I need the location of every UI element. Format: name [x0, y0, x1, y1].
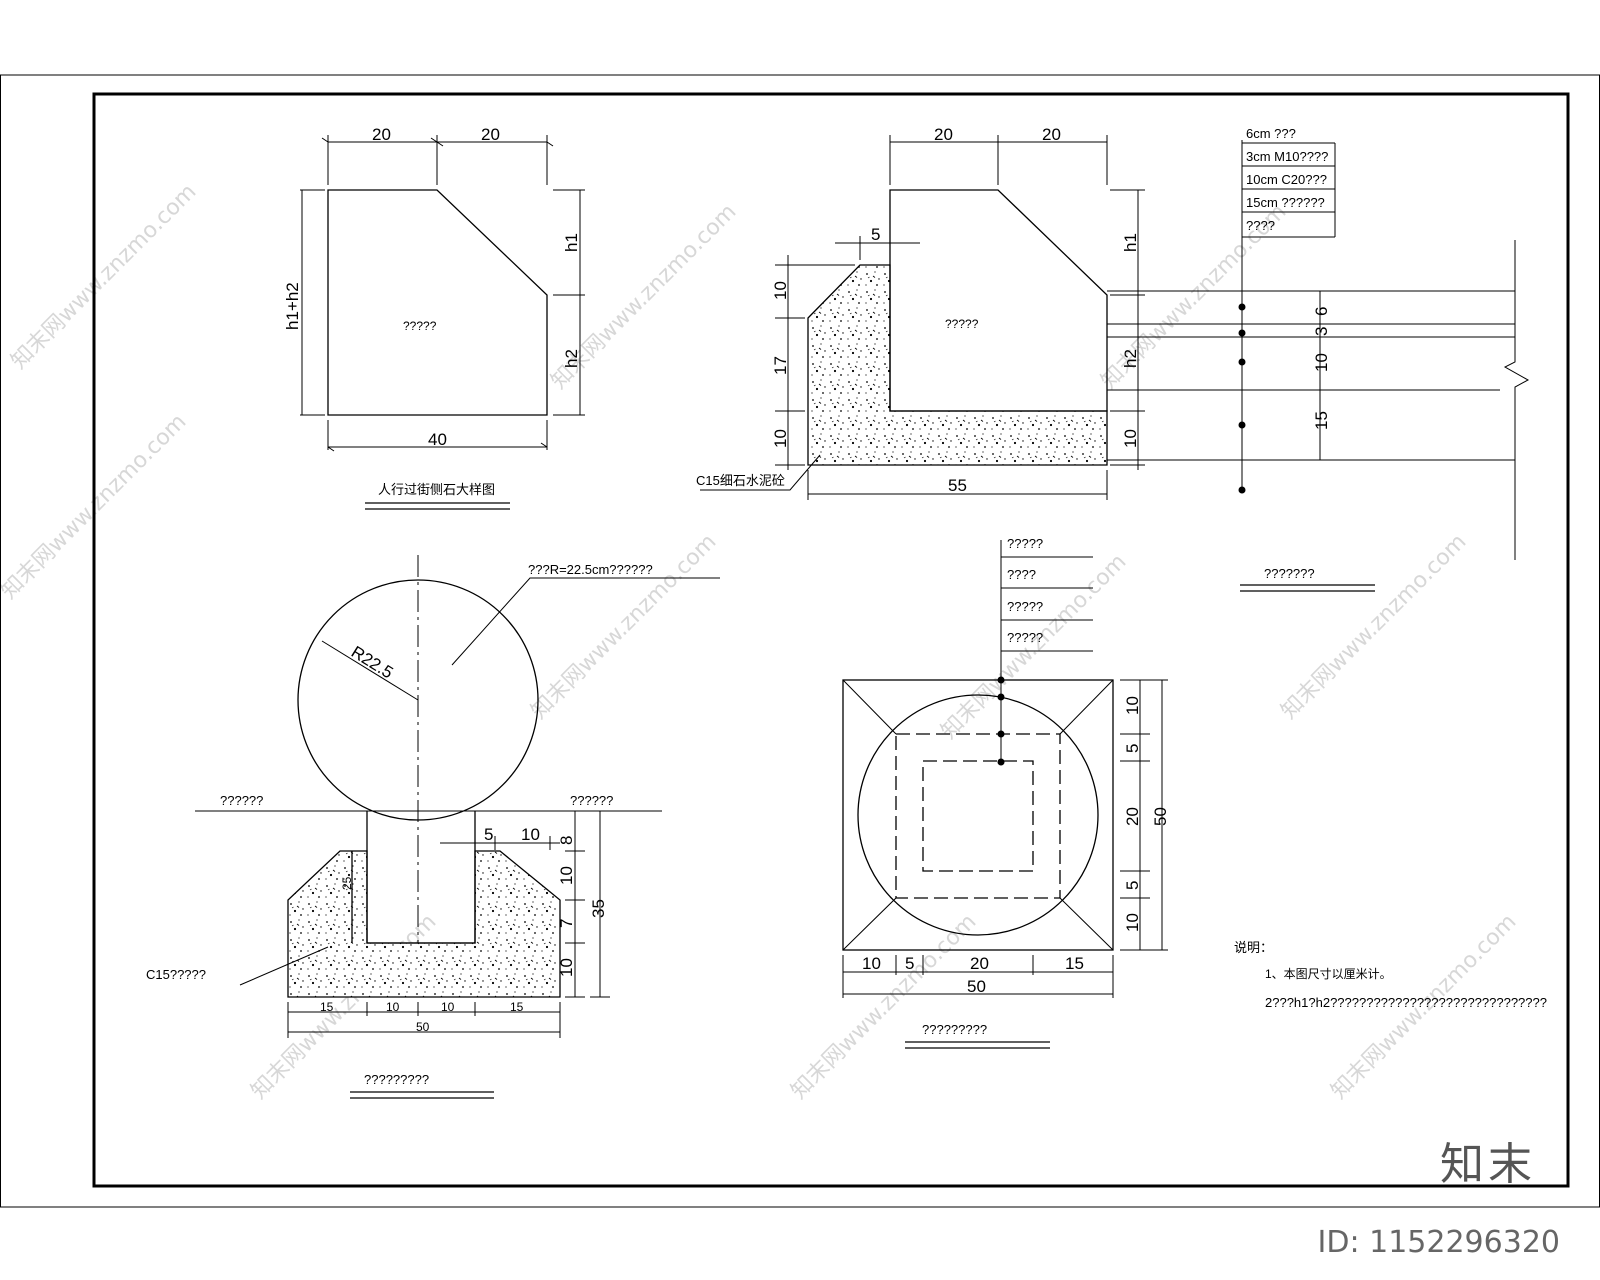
layer-3: 10cm C20???	[1246, 172, 1327, 187]
watermark-text: 知末网www.znzmo.com	[527, 529, 722, 724]
dim-h1-h2: h1+h2	[283, 282, 302, 330]
pave-dim-10: 10	[1312, 353, 1331, 372]
right-dim-7: 7	[557, 919, 576, 928]
bottom-dim-10b: 10	[441, 1000, 455, 1014]
plan-bottom-total: 50	[967, 977, 986, 996]
dim-top-right: 20	[481, 125, 500, 144]
plan-view-title: ?????????	[922, 1022, 987, 1037]
section-left-dim-3: 10	[771, 429, 790, 448]
plan-layer-4: ?????	[1007, 630, 1043, 645]
znzmo-logo: 知末	[1440, 1139, 1536, 1190]
layer-4: 15cm ??????	[1246, 195, 1325, 210]
pave-dim-3: 3	[1312, 327, 1331, 336]
slope-dim-25: 25	[340, 876, 354, 890]
section-left-dim-2: 17	[771, 356, 790, 375]
dim-h2: h2	[562, 349, 581, 368]
plan-bottom-dim-15: 15	[1065, 954, 1084, 973]
total-height-35: 35	[589, 899, 608, 918]
notes: 说明： 1、本图尺寸以厘米计。 2???h1?h2???????????????…	[1234, 940, 1547, 1010]
plan-right-dim-20: 20	[1123, 807, 1142, 826]
pavement-layers: 6cm ??? 3cm M10???? 10cm C20??? 15cm ???…	[1238, 126, 1375, 592]
notes-title: 说明：	[1234, 940, 1273, 955]
plan-layer-1: ?????	[1007, 536, 1043, 551]
dim-top-left: 20	[372, 125, 391, 144]
section-left-dim-1: 10	[771, 281, 790, 300]
pave-dim-6: 6	[1312, 307, 1331, 316]
radius-dim: R22.5	[348, 642, 397, 682]
pavement-title: ???????	[1264, 566, 1315, 581]
layer-5: ????	[1246, 218, 1275, 233]
watermark-text: 知末网www.znzmo.com	[0, 409, 191, 604]
section-dim-bottom: 55	[948, 476, 967, 495]
top-dim-10: 10	[521, 825, 540, 844]
section-dim-h2: h2	[1121, 349, 1140, 368]
layer-1: 6cm ???	[1246, 126, 1296, 141]
bottom-dim-10a: 10	[386, 1000, 400, 1014]
plan-bottom-dim-20: 20	[970, 954, 989, 973]
curb-section: ????? 20 20 5 10 17 10 h1 h2 10 55 C15细石…	[696, 125, 1530, 560]
section-dim-h1: h1	[1121, 233, 1140, 252]
inner-frame	[92, 92, 1570, 1188]
curb-detail-title: 人行过街侧石大样图	[378, 482, 495, 497]
plan-layer-2: ????	[1007, 567, 1036, 582]
watermark-text: 知末网www.znzmo.com	[1277, 529, 1472, 724]
bottom-dim-15b: 15	[510, 1000, 524, 1014]
ball-section: R22.5 ???R=22.5cm?????? ?????? ?????? 5 …	[146, 555, 720, 1099]
ground-left: ??????	[220, 793, 263, 808]
section-offset-dim: 5	[871, 225, 880, 244]
plan-bottom-dim-5: 5	[905, 954, 914, 973]
radius-note: ???R=22.5cm??????	[528, 562, 653, 577]
right-dim-10a: 10	[557, 866, 576, 885]
image-id: ID: 1152296320	[1317, 1225, 1560, 1260]
dim-h1: h1	[562, 233, 581, 252]
bottom-dim-15a: 15	[320, 1000, 334, 1014]
section-body-label: ?????	[945, 317, 979, 331]
plan-view: ????? ???? ????? ????? 10 5 20 5 10 50 1…	[842, 536, 1170, 1049]
layer-2: 3cm M10????	[1246, 149, 1328, 164]
right-dim-10b: 10	[557, 958, 576, 977]
pave-dim-15: 15	[1312, 411, 1331, 430]
notes-line-2: 2???h1?h2??????????????????????????????	[1265, 995, 1547, 1010]
plan-right-dim-5a: 5	[1123, 744, 1142, 753]
watermarks: 知末网www.znzmo.com 知末网www.znzmo.com 知末网www…	[0, 179, 1521, 1104]
bottom-total-50: 50	[416, 1020, 430, 1034]
top-dim-5: 5	[484, 825, 493, 844]
dim-bottom: 40	[428, 430, 447, 449]
section-concrete-label: C15细石水泥砼	[696, 473, 785, 488]
section-bottom-gap: 10	[1121, 429, 1140, 448]
plan-layer-3: ?????	[1007, 599, 1043, 614]
watermark-text: 知末网www.znzmo.com	[787, 909, 982, 1104]
section-dim-top-left: 20	[934, 125, 953, 144]
notes-line-1: 1、本图尺寸以厘米计。	[1265, 967, 1392, 981]
watermark-text: 知末网www.znzmo.com	[7, 179, 202, 374]
plan-bottom-dim-10: 10	[862, 954, 881, 973]
curb-detail: 20 20 h1+h2 h1 h2 40 ????? 人行过街侧石大样图	[283, 125, 585, 510]
section-dim-top-right: 20	[1042, 125, 1061, 144]
ball-concrete-label: C15?????	[146, 967, 206, 982]
ground-right: ??????	[570, 793, 613, 808]
plan-right-dim-5b: 5	[1123, 881, 1142, 890]
ball-section-title: ?????????	[364, 1072, 429, 1087]
right-dim-8: 8	[557, 836, 576, 845]
plan-right-dim-10b: 10	[1123, 913, 1142, 932]
plan-right-dim-10a: 10	[1123, 696, 1142, 715]
curb-body-label: ?????	[403, 319, 437, 333]
plan-right-total: 50	[1151, 807, 1170, 826]
